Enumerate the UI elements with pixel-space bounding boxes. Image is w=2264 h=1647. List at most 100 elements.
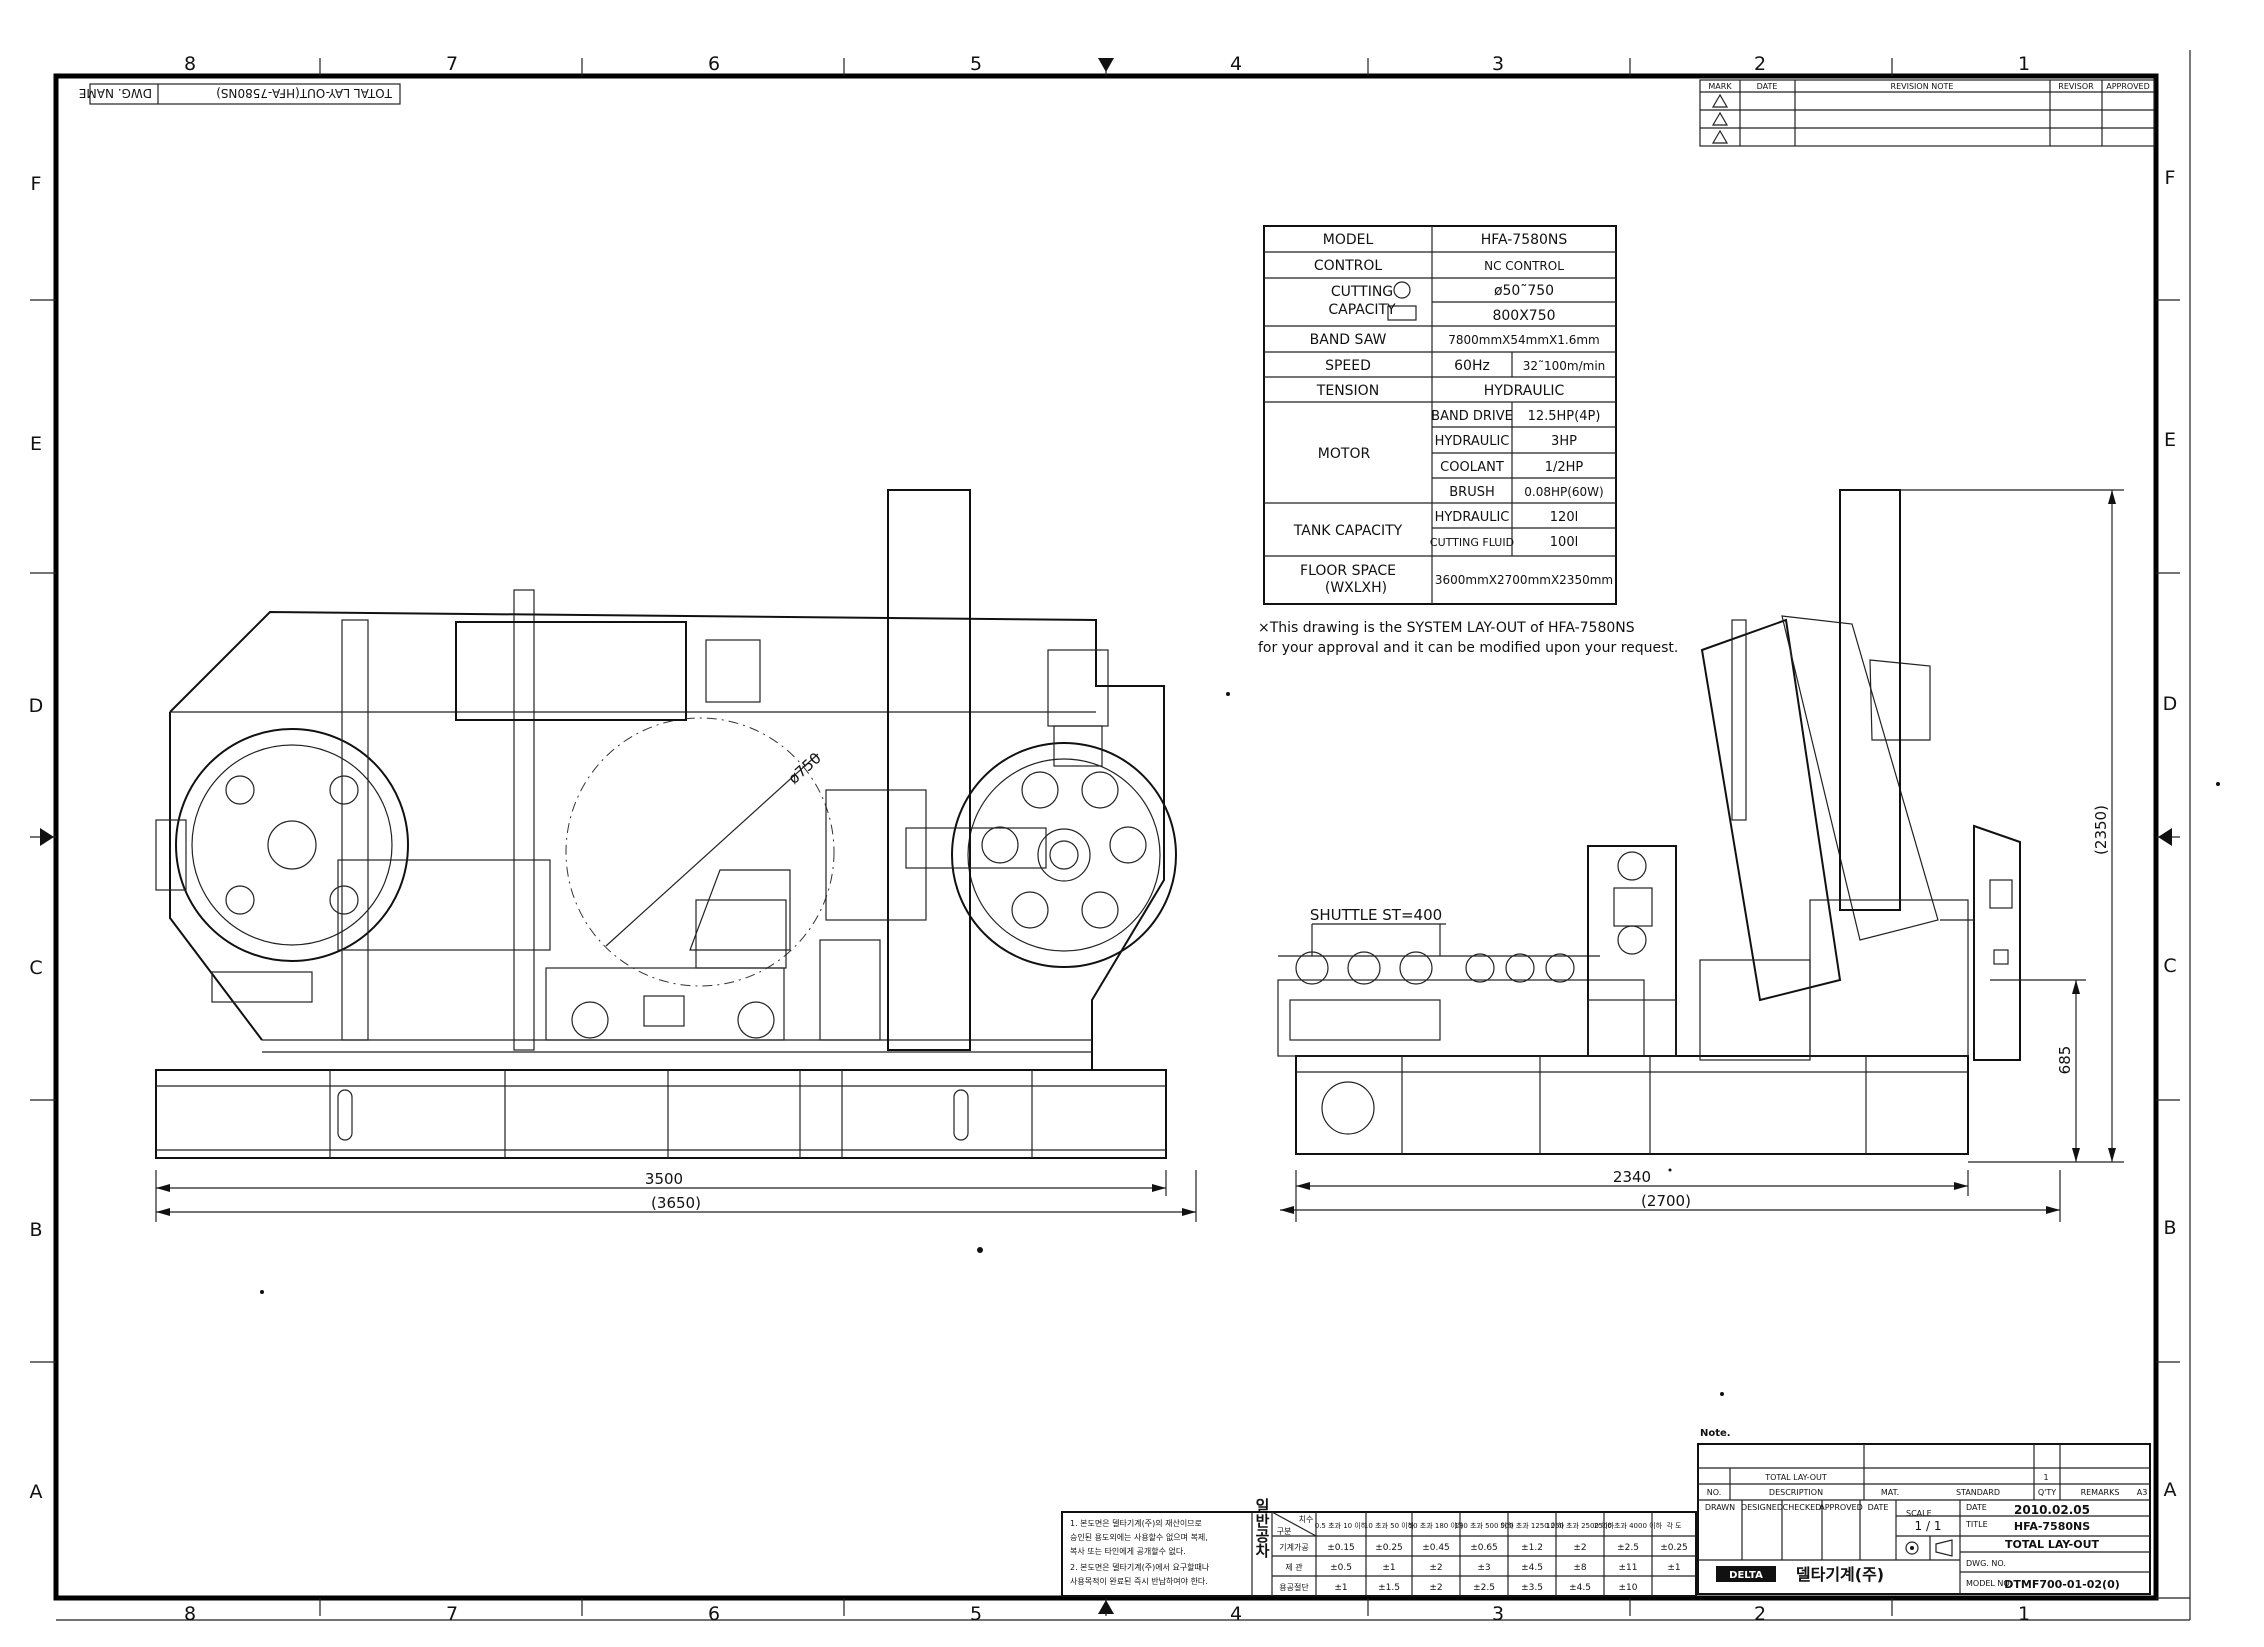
tb-company: 델타기계(주) (1796, 1565, 1884, 1584)
rev-header-date: DATE (1757, 82, 1778, 91)
title-block: Note. TOTAL LAY-OUT 1 NO. DESCRIPTION MA… (1697, 1428, 2151, 1595)
note-line-2: for your approval and it can be modified… (1258, 640, 1678, 656)
note-line-1: ×This drawing is the SYSTEM LAY-OUT of H… (1258, 620, 1635, 636)
zone-col: 5 (970, 53, 982, 75)
zone-col: 4 (1230, 53, 1242, 75)
rev-header-mark: MARK (1708, 82, 1732, 91)
tb-col-standard: STANDARD (1956, 1488, 2000, 1497)
zone-col: 8 (184, 53, 196, 75)
spec-bandsaw-label: BAND SAW (1310, 332, 1387, 348)
tb-drawn: DRAWN (1705, 1503, 1735, 1512)
spec-cutting-label: CUTTING (1331, 284, 1393, 300)
zone-col: 8 (184, 1603, 196, 1625)
tol-cell: ±2 (1573, 1543, 1586, 1553)
tolerance-table: 1. 본도면은 델타기계(주)의 재산이므로 승인된 용도외에는 사용할수 없으… (1061, 1498, 1697, 1597)
tol-cell: ±10 (1619, 1583, 1638, 1593)
tb-remarks-value: A3 (2137, 1488, 2148, 1497)
approval-note: ×This drawing is the SYSTEM LAY-OUT of H… (1258, 620, 1678, 656)
revision-table: MARK DATE REVISION NOTE REVISOR APPROVED (1699, 79, 2155, 147)
spec-control-value: NC CONTROL (1484, 259, 1564, 273)
tb-date-value: 2010.02.05 (2014, 1503, 2090, 1517)
spec-speed-hz: 60Hz (1454, 358, 1490, 374)
spec-model-label: MODEL (1323, 232, 1374, 248)
tol-cell: ±0.45 (1422, 1543, 1450, 1553)
rev-header-revisor: REVISOR (2058, 82, 2094, 91)
zone-col: 6 (708, 1603, 720, 1625)
rev-triangle-icon (1711, 111, 1729, 126)
rev-header-note: REVISION NOTE (1891, 82, 1954, 91)
tb-title-value-2: TOTAL LAY-OUT (2005, 1538, 2100, 1551)
tol-note: 복사 또는 타인에게 공개할수 없다. (1070, 1546, 1186, 1556)
spec-floor-label: FLOOR SPACE (1300, 563, 1396, 579)
spec-floor-sub: (WXLXH) (1325, 580, 1387, 596)
zone-row: E (2164, 429, 2176, 451)
spec-speed-label: SPEED (1325, 358, 1371, 374)
tol-cell: ±4.5 (1521, 1563, 1543, 1573)
dwg-name-value: TOTAL LAY-OUT(HFA-7580NS) (216, 86, 393, 100)
tol-cell: ±4.5 (1569, 1583, 1591, 1593)
tb-title-value-1: HFA-7580NS (2014, 1520, 2090, 1533)
dim-side-overall: (2700) (1641, 1192, 1691, 1210)
tol-cell: ±0.65 (1470, 1543, 1498, 1553)
dim-side-width: 2340 (1613, 1168, 1651, 1186)
projection-cone-icon (1935, 1539, 1953, 1557)
spec-tension-label: TENSION (1316, 383, 1379, 399)
spec-tank-name: CUTTING FLUID (1430, 536, 1514, 549)
tb-date-col: DATE (1868, 1503, 1889, 1512)
tb-col-remarks: REMARKS (2081, 1488, 2120, 1497)
tb-approved: APPROVED (1819, 1503, 1863, 1512)
rev-header-approved: APPROVED (2106, 82, 2150, 91)
tol-header: 1250 초과 2500 이하 (1546, 1521, 1615, 1530)
dim-front-overall: (3650) (651, 1194, 701, 1212)
zone-row: D (29, 695, 44, 717)
zone-row: F (31, 173, 42, 195)
zone-labels-left: F E D C B A (29, 173, 44, 1503)
tb-col-no: NO. (1707, 1488, 1722, 1497)
tb-scale-value: 1 / 1 (1915, 1519, 1942, 1533)
dim-overall-height: (2350) (2092, 805, 2110, 855)
tb-title-label: TITLE (1965, 1520, 1988, 1529)
tol-row-label: 기계가공 (1279, 1542, 1308, 1552)
zone-row: A (2164, 1479, 2177, 1501)
zone-col: 1 (2018, 53, 2030, 75)
side-view-drawing (1277, 489, 2021, 1155)
zone-row: E (30, 433, 42, 455)
spec-control-label: CONTROL (1314, 258, 1383, 274)
tol-corner-bottom: 구분 (1277, 1527, 1292, 1536)
tol-header: 2500 초과 4000 이하 (1594, 1521, 1663, 1530)
zone-col: 7 (446, 1603, 458, 1625)
dim-front-width: 3500 (645, 1170, 683, 1188)
square-section-icon (1387, 305, 1417, 321)
zone-col: 1 (2018, 1603, 2030, 1625)
tol-header: 50 초과 180 이하 (1409, 1521, 1464, 1530)
tol-cell: ±2.5 (1473, 1583, 1495, 1593)
spec-table: MODEL HFA-7580NS CONTROL NC CONTROL CUTT… (1263, 225, 1617, 605)
tol-header: 180 초과 500 이하 (1454, 1521, 1514, 1530)
tb-brand-badge: DELTA (1729, 1570, 1763, 1581)
spec-capacity-label: CAPACITY (1328, 302, 1396, 318)
zone-col: 7 (446, 53, 458, 75)
tol-cell: ±1 (1382, 1563, 1395, 1573)
tol-cell: ±0.25 (1375, 1543, 1403, 1553)
spec-tank-value: 120l (1550, 510, 1578, 525)
tb-col-desc: DESCRIPTION (1769, 1488, 1823, 1497)
spec-bandsaw-value: 7800mmX54mmX1.6mm (1448, 333, 1599, 347)
zone-ticks (30, 58, 2180, 1616)
zone-col: 6 (708, 53, 720, 75)
tol-cell: ±1.2 (1521, 1543, 1543, 1553)
spec-model-value: HFA-7580NS (1481, 232, 1568, 248)
tol-cell: ±3.5 (1521, 1583, 1543, 1593)
tol-cell: ±2.5 (1617, 1543, 1639, 1553)
zone-col: 3 (1492, 53, 1504, 75)
front-view-drawing (155, 489, 1177, 1159)
projection-symbol-icon (1905, 1541, 1919, 1555)
spec-motor-name: HYDRAULIC (1435, 434, 1510, 449)
tol-note: 2. 본도면은 델타기계(주)에서 요구할때나 (1070, 1562, 1210, 1572)
spec-motor-value: 1/2HP (1545, 460, 1584, 475)
tb-qty-value: 1 (2043, 1473, 2048, 1482)
dwg-name-label: DWG. NAME (79, 86, 152, 100)
zone-col: 5 (970, 1603, 982, 1625)
spec-tank-label: TANK CAPACITY (1293, 523, 1403, 539)
tol-note: 사용목적이 완료된 즉시 반납하여야 한다. (1070, 1576, 1208, 1586)
